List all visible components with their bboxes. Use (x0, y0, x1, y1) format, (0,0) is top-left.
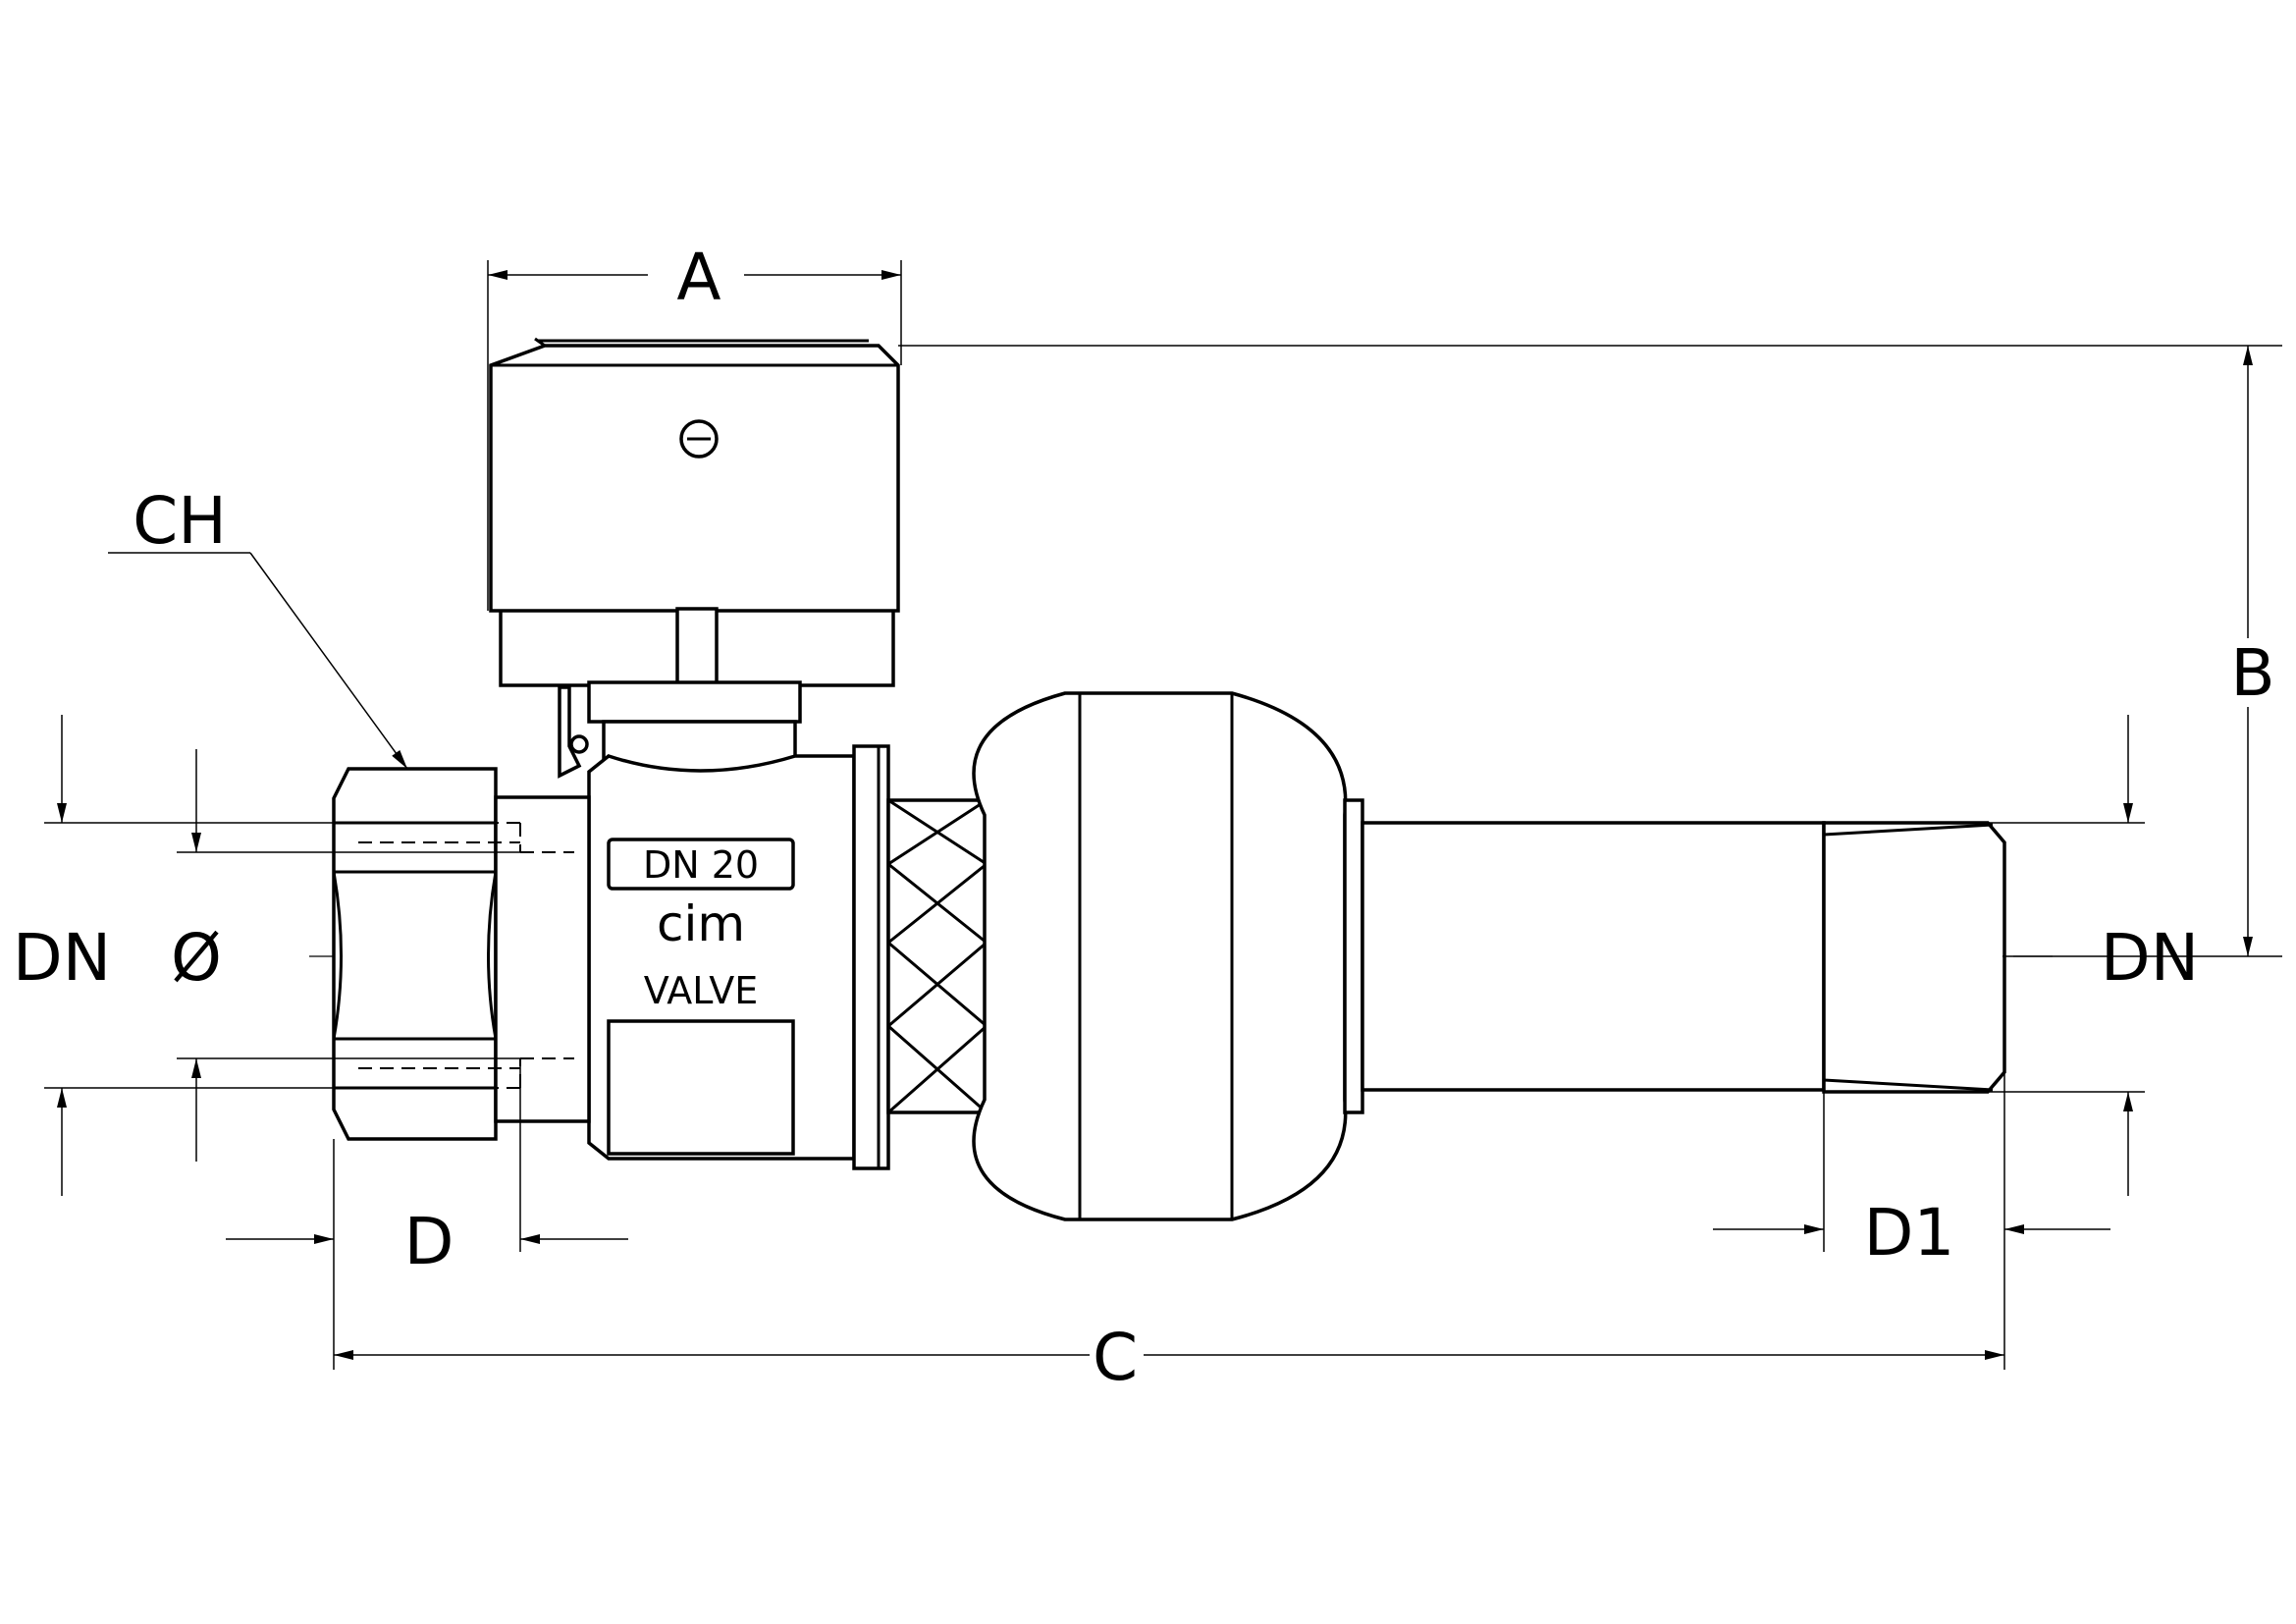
dimension-ch: CH (108, 483, 408, 770)
body-marking-brand: cim (657, 895, 745, 952)
dimension-dn-right-label: DN (2101, 920, 2199, 996)
dimension-d1-label: D1 (1864, 1195, 1955, 1271)
valve-body (587, 744, 890, 1170)
body-marking-model: VALVE (644, 969, 759, 1012)
dimension-diameter-label: Ø (171, 920, 222, 996)
knurled-coupling (886, 798, 988, 1114)
dimension-d1: D1 (1713, 1092, 2110, 1271)
lock-pin-icon (569, 734, 589, 754)
dimension-dn-left: DN (13, 715, 334, 1196)
outlet-pipe (1361, 821, 2006, 1094)
dimension-dn-right: DN (1988, 715, 2199, 1196)
dimension-c-label: C (1093, 1320, 1138, 1395)
dimension-diameter: Ø (171, 749, 520, 1162)
body-marking-size: DN 20 (643, 843, 759, 887)
dimension-a: A (487, 240, 902, 611)
body-markings: DN 20 cim VALVE (643, 843, 759, 1012)
dimension-a-label: A (676, 240, 721, 315)
dimension-dn-left-label: DN (13, 920, 111, 996)
handle-cap (489, 337, 900, 724)
dimension-b: B (898, 345, 2282, 957)
barrel (972, 691, 1364, 1221)
dimension-c: C (333, 1072, 2005, 1395)
dimension-d-label: D (404, 1204, 454, 1279)
dimension-ch-label: CH (133, 483, 227, 559)
dimension-d: D (226, 1058, 628, 1279)
union-nut (332, 767, 591, 1141)
dimension-b-label: B (2230, 635, 2274, 711)
